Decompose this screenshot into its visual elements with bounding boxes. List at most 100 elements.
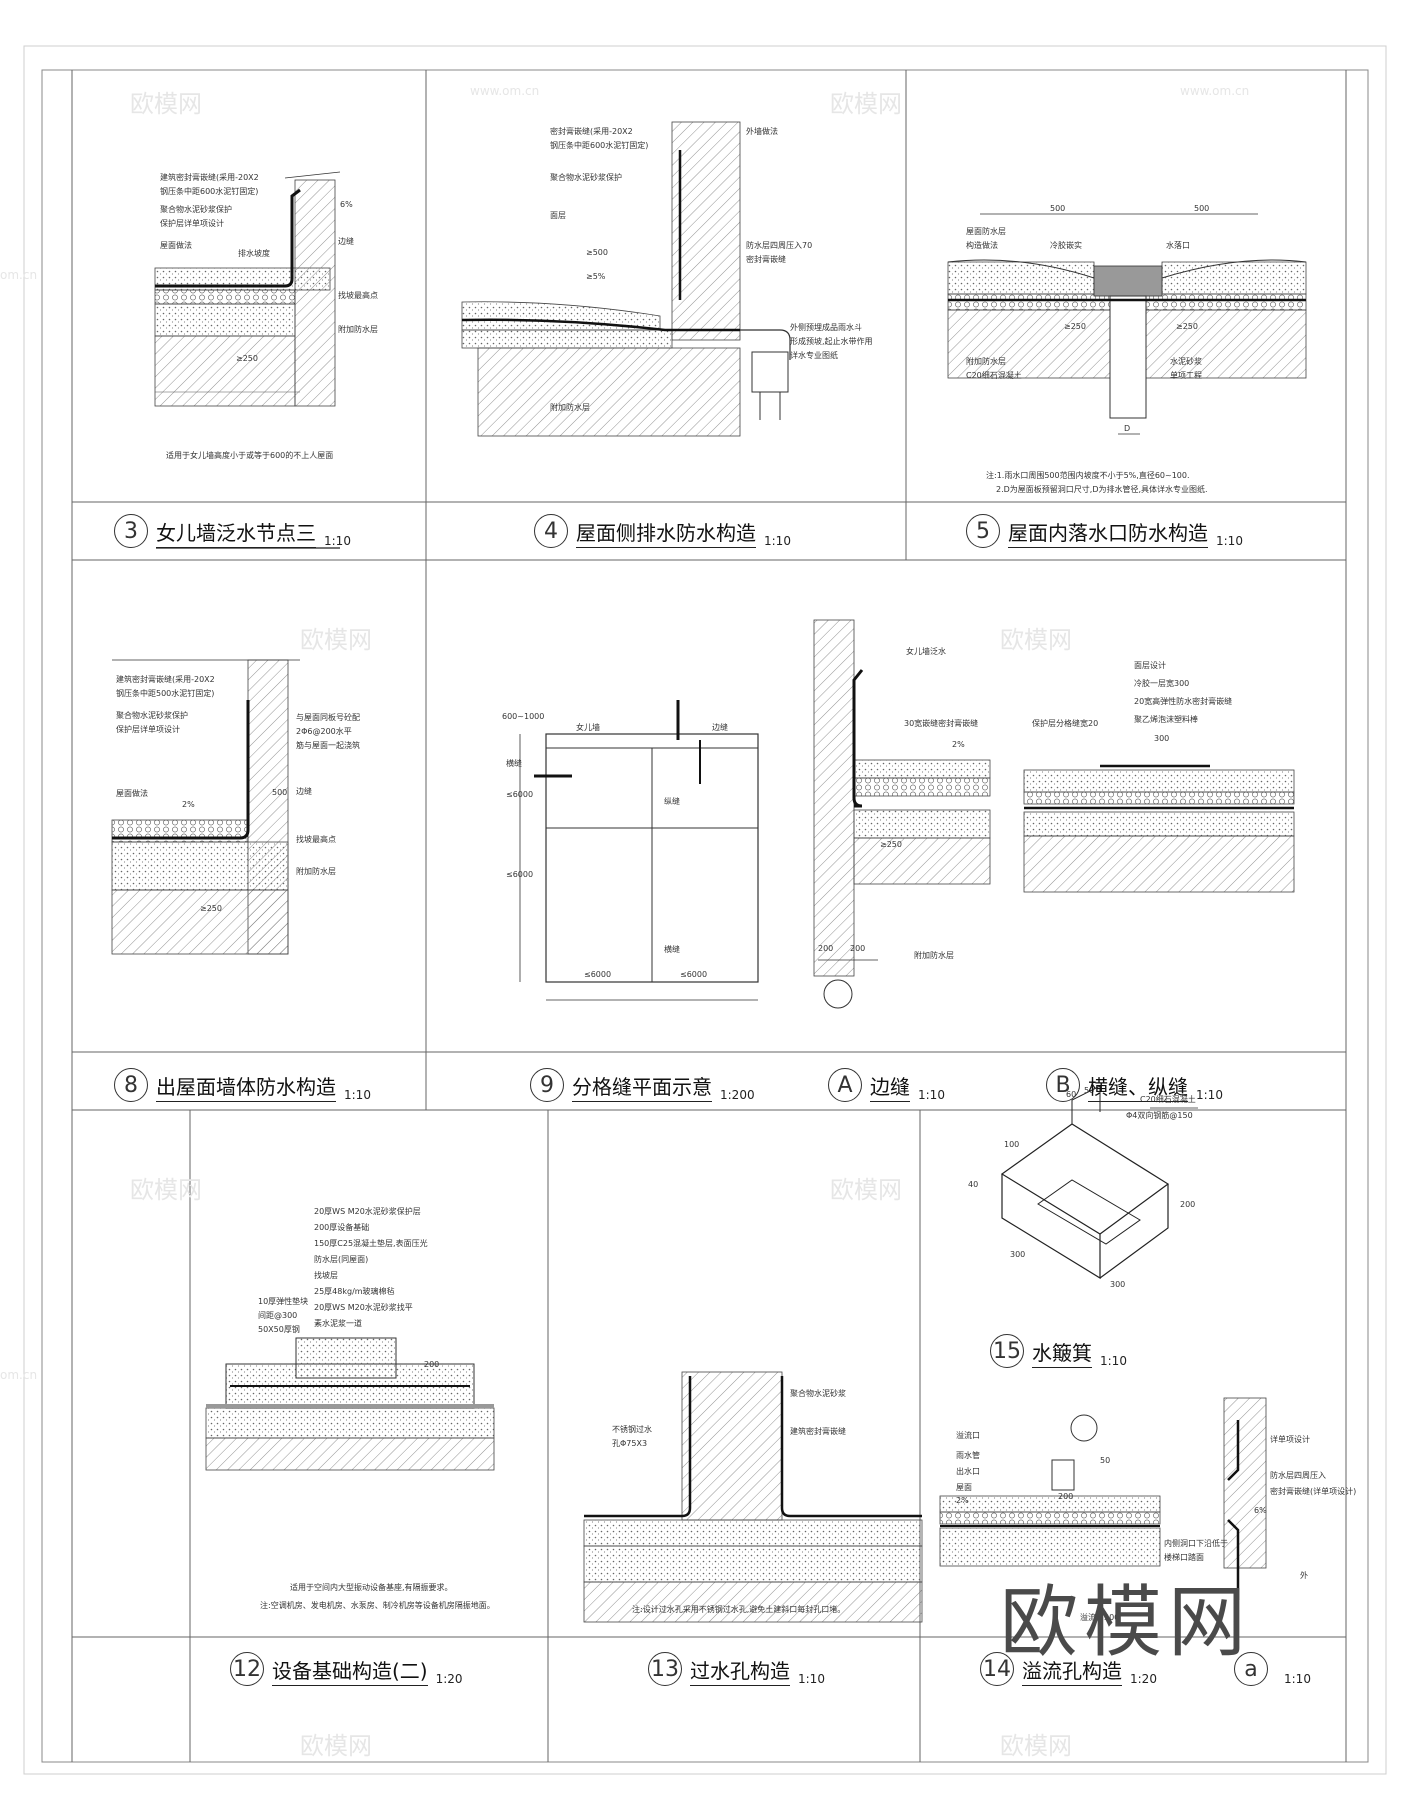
detail-5-label: 附加防水层	[966, 357, 1006, 366]
detail-4-drawing	[461, 121, 791, 437]
detail-14-label: 溢流口300	[1080, 1613, 1120, 1622]
detail-8-label: 找坡最高点	[296, 835, 336, 844]
detail-15-label: 100	[1004, 1140, 1020, 1149]
detail-title: 5 屋面内落水口防水构造 1:10	[966, 514, 1243, 548]
watermark-text: www.om.cn	[1180, 84, 1250, 98]
detail-number: a	[1234, 1652, 1268, 1686]
detail-scale: 1:200	[720, 1088, 755, 1102]
detail-5-label: C20细石混凝土	[966, 371, 1022, 380]
detail-13-label: 不锈钢过水	[612, 1425, 652, 1434]
detail-title-text: 边缝	[870, 1071, 910, 1102]
detail-3-label: 6%	[340, 200, 353, 209]
detail-number: 15	[990, 1334, 1024, 1368]
detail-14-label: 密封膏嵌缝(详单项设计)	[1270, 1487, 1357, 1496]
detail-12-note: 注:空调机房、发电机房、水泵房、制冷机房等设备机房隔振地面。	[260, 1601, 495, 1610]
detail-9-label: 纵缝	[664, 797, 680, 806]
detail-4-label: ≥500	[586, 248, 608, 257]
detail-a-label: 女儿墙泛水	[906, 647, 946, 656]
detail-a-label: 2%	[952, 740, 965, 749]
detail-15-label: 200	[1180, 1200, 1196, 1209]
detail-title: B 横缝、纵缝 1:10	[1046, 1068, 1223, 1102]
detail-scale: 1:10	[324, 534, 351, 548]
detail-3-label: 屋面做法	[160, 241, 192, 250]
detail-scale: 1:10	[1284, 1672, 1311, 1686]
watermark-text: om.cn	[0, 268, 38, 282]
detail-15-label: Φ4双向钢筋@150	[1126, 1111, 1193, 1120]
detail-4-label: 密封膏嵌缝	[746, 255, 786, 264]
detail-14-label: 详单项设计	[1270, 1435, 1310, 1444]
detail-a-label: 200	[818, 944, 834, 953]
detail-8-label: 建筑密封膏嵌缝(采用-20X2	[116, 675, 215, 684]
detail-14-label: 外	[1300, 1571, 1308, 1580]
detail-scale: 1:10	[918, 1088, 945, 1102]
detail-title: 9 分格缝平面示意 1:200	[530, 1068, 755, 1102]
detail-14-label: 50	[1100, 1456, 1111, 1465]
detail-3-label: 排水坡度	[238, 249, 270, 258]
detail-12-label: 50X50厚钢	[258, 1325, 300, 1334]
detail-number: 9	[530, 1068, 564, 1102]
detail-9-drawing	[519, 700, 759, 1001]
detail-title: A 边缝 1:10	[828, 1068, 945, 1102]
detail-13-note: 注:设计过水孔采用不锈钢过水孔,避免土建斜口每封孔口堵。	[632, 1605, 846, 1614]
detail-5-note: 2.D为屋面板预留洞口尺寸,D为排水管径,具体详水专业图纸.	[996, 485, 1208, 494]
detail-14-label: 楼梯口踏面	[1164, 1553, 1204, 1562]
detail-4-label: 聚合物水泥砂浆保护	[550, 173, 622, 182]
detail-8-drawing	[111, 659, 300, 955]
detail-scale: 1:10	[1216, 534, 1243, 548]
watermark-text: 欧模网	[1000, 626, 1072, 654]
detail-number: 8	[114, 1068, 148, 1102]
detail-8-label: ≥250	[200, 904, 222, 913]
detail-13-label: 孔Φ75X3	[612, 1439, 648, 1448]
detail-14-label: 内侧洞口下沿低于	[1164, 1539, 1228, 1548]
detail-14-label: 2%	[956, 1496, 969, 1505]
detail-8-label: 与屋面同板号砼配	[296, 713, 360, 722]
brand-watermark: 欧模网	[1000, 1578, 1253, 1668]
detail-3-label: 找坡最高点	[338, 291, 378, 300]
detail-4-label: 钢压条中距600水泥钉固定)	[550, 141, 649, 150]
detail-3-label: ≥250	[236, 354, 258, 363]
detail-8-label: 钢压条中距500水泥钉固定)	[116, 689, 215, 698]
detail-12-label: 防水层(同屋面)	[314, 1255, 369, 1264]
detail-4-label: 附加防水层	[550, 403, 590, 412]
detail-title: 12 设备基础构造(二) 1:20	[230, 1652, 463, 1686]
detail-5-label: 单项工程	[1170, 371, 1202, 380]
detail-title: 13 过水孔构造 1:10	[648, 1652, 825, 1686]
detail-5-label: 水落口	[1166, 241, 1190, 250]
detail-number: 14	[980, 1652, 1014, 1686]
detail-12-label: 间距@300	[258, 1311, 298, 1320]
detail-14-label: 出水口	[956, 1467, 980, 1476]
detail-3-label: 建筑密封膏嵌缝(采用-20X2	[160, 173, 259, 182]
detail-12-label: 150厚C25混凝土垫层,表面压光	[314, 1239, 428, 1248]
detail-number: 4	[534, 514, 568, 548]
detail-b-label: 保护层分格缝宽20	[1032, 719, 1099, 728]
detail-title: a 1:10	[1234, 1652, 1311, 1686]
detail-3-note: 适用于女儿墙高度小于或等于600的不上人屋面	[166, 451, 334, 460]
detail-13-drawing	[583, 1371, 923, 1623]
detail-8-label: 边缝	[296, 787, 312, 796]
watermark-text: 欧模网	[830, 90, 902, 118]
detail-title: 15 水簸箕 1:10	[990, 1334, 1127, 1368]
detail-5-label: 500	[1194, 204, 1210, 213]
detail-13-label: 建筑密封膏嵌缝	[790, 1427, 846, 1436]
detail-15-label: 300	[1010, 1250, 1026, 1259]
detail-3-label: 钢压条中距600水泥钉固定)	[160, 187, 259, 196]
detail-5-label: 500	[1050, 204, 1066, 213]
detail-15-label: 50	[1084, 1086, 1095, 1095]
detail-4-label: 外墙做法	[746, 127, 778, 136]
detail-b-label: 冷胶一层宽300	[1134, 679, 1190, 688]
detail-9-label: 横缝	[506, 759, 522, 768]
detail-4-label: 面层	[550, 211, 566, 220]
detail-a-label: 200	[850, 944, 866, 953]
detail-title-text: 女儿墙泛水节点三	[156, 517, 316, 548]
watermark-text: om.cn	[0, 1368, 38, 1382]
detail-5-drawing	[947, 213, 1307, 435]
detail-8-label: 聚合物水泥砂浆保护	[116, 711, 188, 720]
detail-12-label: 找坡层	[314, 1271, 338, 1280]
detail-scale: 1:10	[1196, 1088, 1223, 1102]
watermark-text: 欧模网	[1000, 1732, 1072, 1760]
detail-5-label: ≥250	[1176, 322, 1198, 331]
detail-9-label: ≤6000	[506, 790, 534, 799]
watermark-text: www.om.cn	[470, 84, 540, 98]
detail-3-label: 保护层详单项设计	[160, 219, 224, 228]
